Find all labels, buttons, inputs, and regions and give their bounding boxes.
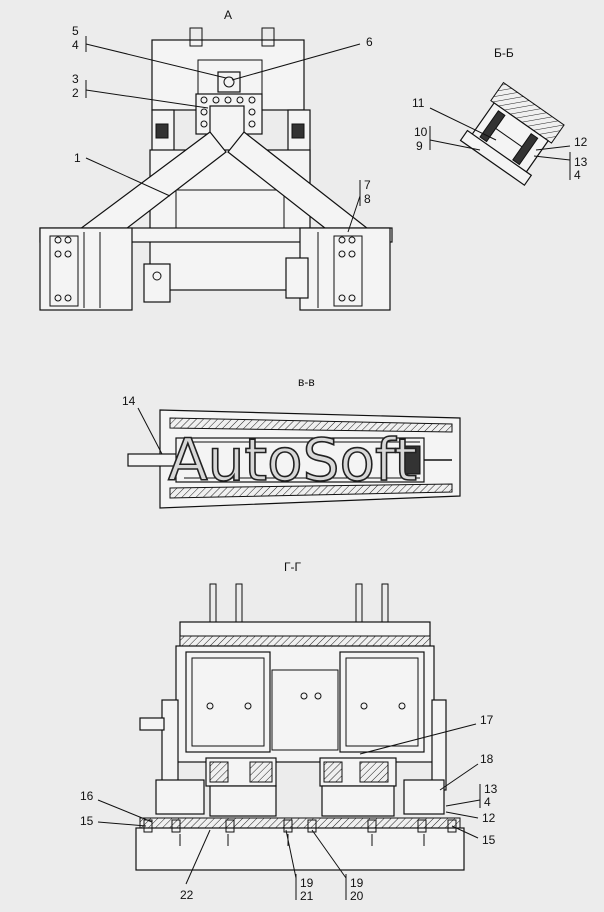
label-g-19-b: 19 <box>350 876 364 890</box>
view-a: А <box>39 8 393 311</box>
view-a-title: А <box>224 8 232 22</box>
label-b-9: 9 <box>416 139 423 153</box>
view-gg-title: Г-Г <box>284 560 301 574</box>
label-g-4: 4 <box>484 795 491 809</box>
label-b-11: 11 <box>412 96 425 110</box>
label-g-22: 22 <box>180 888 194 902</box>
label-a-8: 8 <box>364 192 371 206</box>
label-g-17: 17 <box>480 713 494 727</box>
label-g-15-left: 15 <box>80 814 94 828</box>
label-a-7: 7 <box>364 178 371 192</box>
view-vv-title: в-в <box>298 375 315 389</box>
label-g-20: 20 <box>350 889 364 903</box>
label-a-4: 4 <box>72 38 79 52</box>
view-gg: Г-Г <box>80 560 498 903</box>
watermark: AutoSoft <box>168 426 417 494</box>
label-g-16: 16 <box>80 789 94 803</box>
label-a-6: 6 <box>366 35 373 49</box>
label-g-15-right: 15 <box>482 833 496 847</box>
label-b-10: 10 <box>414 125 428 139</box>
label-g-19-a: 19 <box>300 876 314 890</box>
label-v-14: 14 <box>122 394 136 408</box>
label-a-5: 5 <box>72 24 79 38</box>
label-g-18: 18 <box>480 752 494 766</box>
label-b-4: 4 <box>574 168 581 182</box>
view-bb-title: Б-Б <box>494 46 514 60</box>
label-a-2: 2 <box>72 86 79 100</box>
label-g-13: 13 <box>484 782 498 796</box>
label-b-13: 13 <box>574 155 588 169</box>
label-a-1: 1 <box>74 151 81 165</box>
label-b-12: 12 <box>574 135 588 149</box>
label-g-21: 21 <box>300 889 314 903</box>
label-g-12: 12 <box>482 811 496 825</box>
label-a-3: 3 <box>72 72 79 86</box>
view-bb: Б-Б 11 10 9 12 13 4 <box>412 46 588 186</box>
view-vv: в-в 14 AutoSoft <box>122 375 461 509</box>
